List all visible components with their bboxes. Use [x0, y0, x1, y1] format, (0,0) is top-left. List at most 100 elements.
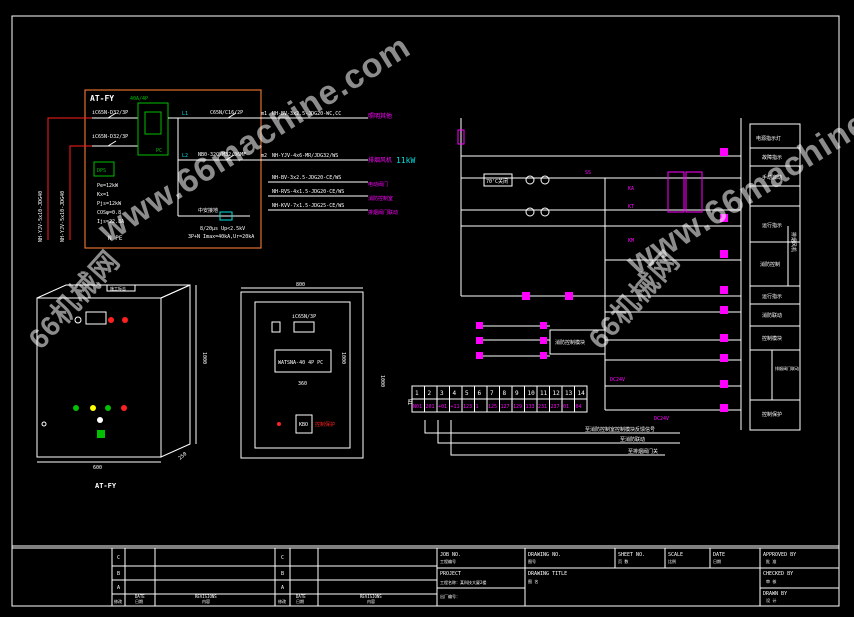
breaker-in-1: iC65N-D32/3P	[92, 110, 128, 116]
control-schematic: 70'C关闭 消防控制模块 SS KA KT KM DC24V	[408, 118, 801, 456]
terminal-block-mark	[720, 286, 728, 294]
circuit-label: 排烟风机	[368, 156, 392, 164]
rev-row-label: C	[117, 555, 120, 561]
aux-contacts	[476, 322, 550, 359]
switch-knob	[97, 417, 103, 423]
param-line: Pjs=12kW	[97, 201, 122, 207]
date: DATE	[713, 552, 725, 558]
feed-cable-2: NH-YJV-5x10-JDG40	[60, 191, 66, 242]
ats-unit-label: WATSNA-40 4P PC	[278, 360, 323, 366]
table-cell: 运行指示	[762, 293, 782, 300]
coil	[540, 207, 550, 217]
inner-terminal	[271, 321, 281, 333]
drawn-by: DRAWN BY	[763, 591, 787, 597]
out-breaker-2: NB0-32C/M32/06MF	[198, 152, 246, 158]
circuit-id: m2	[261, 153, 267, 159]
relay-box	[667, 171, 685, 213]
rev-row-label: A	[281, 585, 284, 591]
terminal-code: 04	[576, 404, 582, 410]
inner-lamp	[277, 422, 281, 426]
approved-by: APPROVED BY	[763, 552, 796, 558]
feed-line-2	[69, 145, 92, 240]
ats-box	[137, 102, 169, 156]
terminal-number: 8	[503, 390, 507, 397]
terminal-block-mark	[720, 404, 728, 412]
terminal-number: 6	[478, 390, 482, 397]
button-red	[121, 405, 127, 411]
cabinet-side	[160, 284, 191, 458]
terminal-block-mark	[540, 337, 547, 344]
function-table: 电源指示灯 故障指示 手动启动 运行指示 消防控制 运行指示 消防联动 控制模块…	[749, 123, 801, 431]
terminal-block-mark	[522, 292, 530, 300]
drawing-no-cn: 图号	[528, 558, 536, 564]
terminal-number: 12	[553, 390, 561, 397]
cabinet-front	[36, 297, 162, 458]
terminal-block-mark	[476, 337, 483, 344]
drawing-title-cn: 图 名	[528, 578, 538, 584]
breaker-2-contact	[107, 140, 117, 147]
busbar-l2-label: L2	[182, 153, 188, 159]
table-cell: 消防联动	[762, 312, 782, 319]
meter-window	[85, 311, 107, 325]
ats-inner	[144, 111, 162, 135]
selector-switch	[97, 430, 105, 438]
terminal-code: 01	[563, 404, 569, 410]
factory-no: 出厂编号：	[440, 593, 460, 599]
terminal-code: 133	[526, 404, 535, 410]
table-cell: 消防控制	[760, 261, 780, 268]
rev-header: 日期	[296, 598, 304, 604]
date-cn: 日期	[713, 558, 721, 564]
rev-row-label: B	[117, 571, 120, 577]
title-block: C B A C B A 修改 DATE 日期 REVISIONS 内容 修改 D…	[11, 545, 840, 607]
remote-line	[424, 420, 680, 434]
fan-label: 排烟风机	[790, 232, 797, 252]
relay-box-2	[685, 171, 703, 213]
pe-label: N PE	[108, 235, 123, 242]
table-cell: 排烟阀门联动	[775, 365, 799, 371]
terminal-block-mark	[720, 214, 728, 222]
fuse	[457, 129, 465, 145]
terminal-number: 9	[515, 390, 519, 397]
out-breaker-1-contact	[227, 112, 237, 119]
ats-width: 360	[298, 381, 307, 387]
table-cell: 故障指示	[762, 154, 782, 161]
job-no: JOB NO.	[440, 552, 461, 558]
out-breaker-1: C65N/C16/2P	[210, 110, 243, 116]
terminal-code: +01	[438, 404, 447, 410]
spd-note: 8/20µs Up<2.5kV	[200, 226, 245, 232]
title-block-frame	[11, 545, 840, 607]
rev-header: REVISIONS	[360, 594, 382, 599]
terminal-code: 237	[551, 404, 560, 410]
ats-pc: PC	[156, 148, 162, 154]
button-yellow	[90, 405, 96, 411]
panel-name: AT-FY	[90, 94, 114, 103]
terminal-number: 11	[540, 390, 548, 397]
dim-inner-height-2: 1000	[379, 375, 385, 387]
circuit-power: 11kW	[396, 156, 415, 165]
dim-inner-height: 1000	[340, 352, 346, 364]
coil	[525, 207, 535, 217]
terminal-number: 3	[440, 390, 444, 397]
project: PROJECT	[440, 571, 461, 577]
remote-lines: 至消防控制室控制模块反馈信号 至消防联动 至排烟阀门关	[424, 420, 680, 456]
load-parameters: Pe=12kW Kx=1 Pjs=12kW COSφ=0.8 Ijs=22.8A	[97, 183, 124, 225]
rev-header: 修改	[278, 598, 286, 604]
kbo-desc: 控制保护	[315, 421, 335, 428]
circuit-cable: NH-RVS-4x1.5-JDG20-CE/WS	[272, 189, 344, 195]
circuit-label: 电动阀门	[368, 181, 388, 188]
terminal-number: 5	[465, 390, 469, 397]
remote-line-label: 至消防控制室控制模块反馈信号	[585, 426, 655, 433]
cabinet-label-plate	[106, 284, 136, 292]
project-value: 工程名称：某科技大厦2楼	[440, 579, 486, 585]
terminal-block-mark	[720, 306, 728, 314]
dc24v-label: DC24V	[610, 377, 625, 383]
dc24v-label-2: DC24V	[654, 416, 669, 422]
thermal-switch	[483, 173, 513, 187]
rev-row-label: A	[117, 585, 120, 591]
panel-outline	[84, 89, 262, 249]
terminal-number: 13	[565, 390, 573, 397]
rev-row-label: C	[281, 555, 284, 561]
outgoing-circuits: m1 NH-BV-3x2.5-JDG20-WC,CC 照明其他 m2 NH-YJ…	[260, 111, 415, 216]
feed-line-1	[47, 117, 92, 240]
spd-dps-label: DPS	[97, 168, 106, 174]
